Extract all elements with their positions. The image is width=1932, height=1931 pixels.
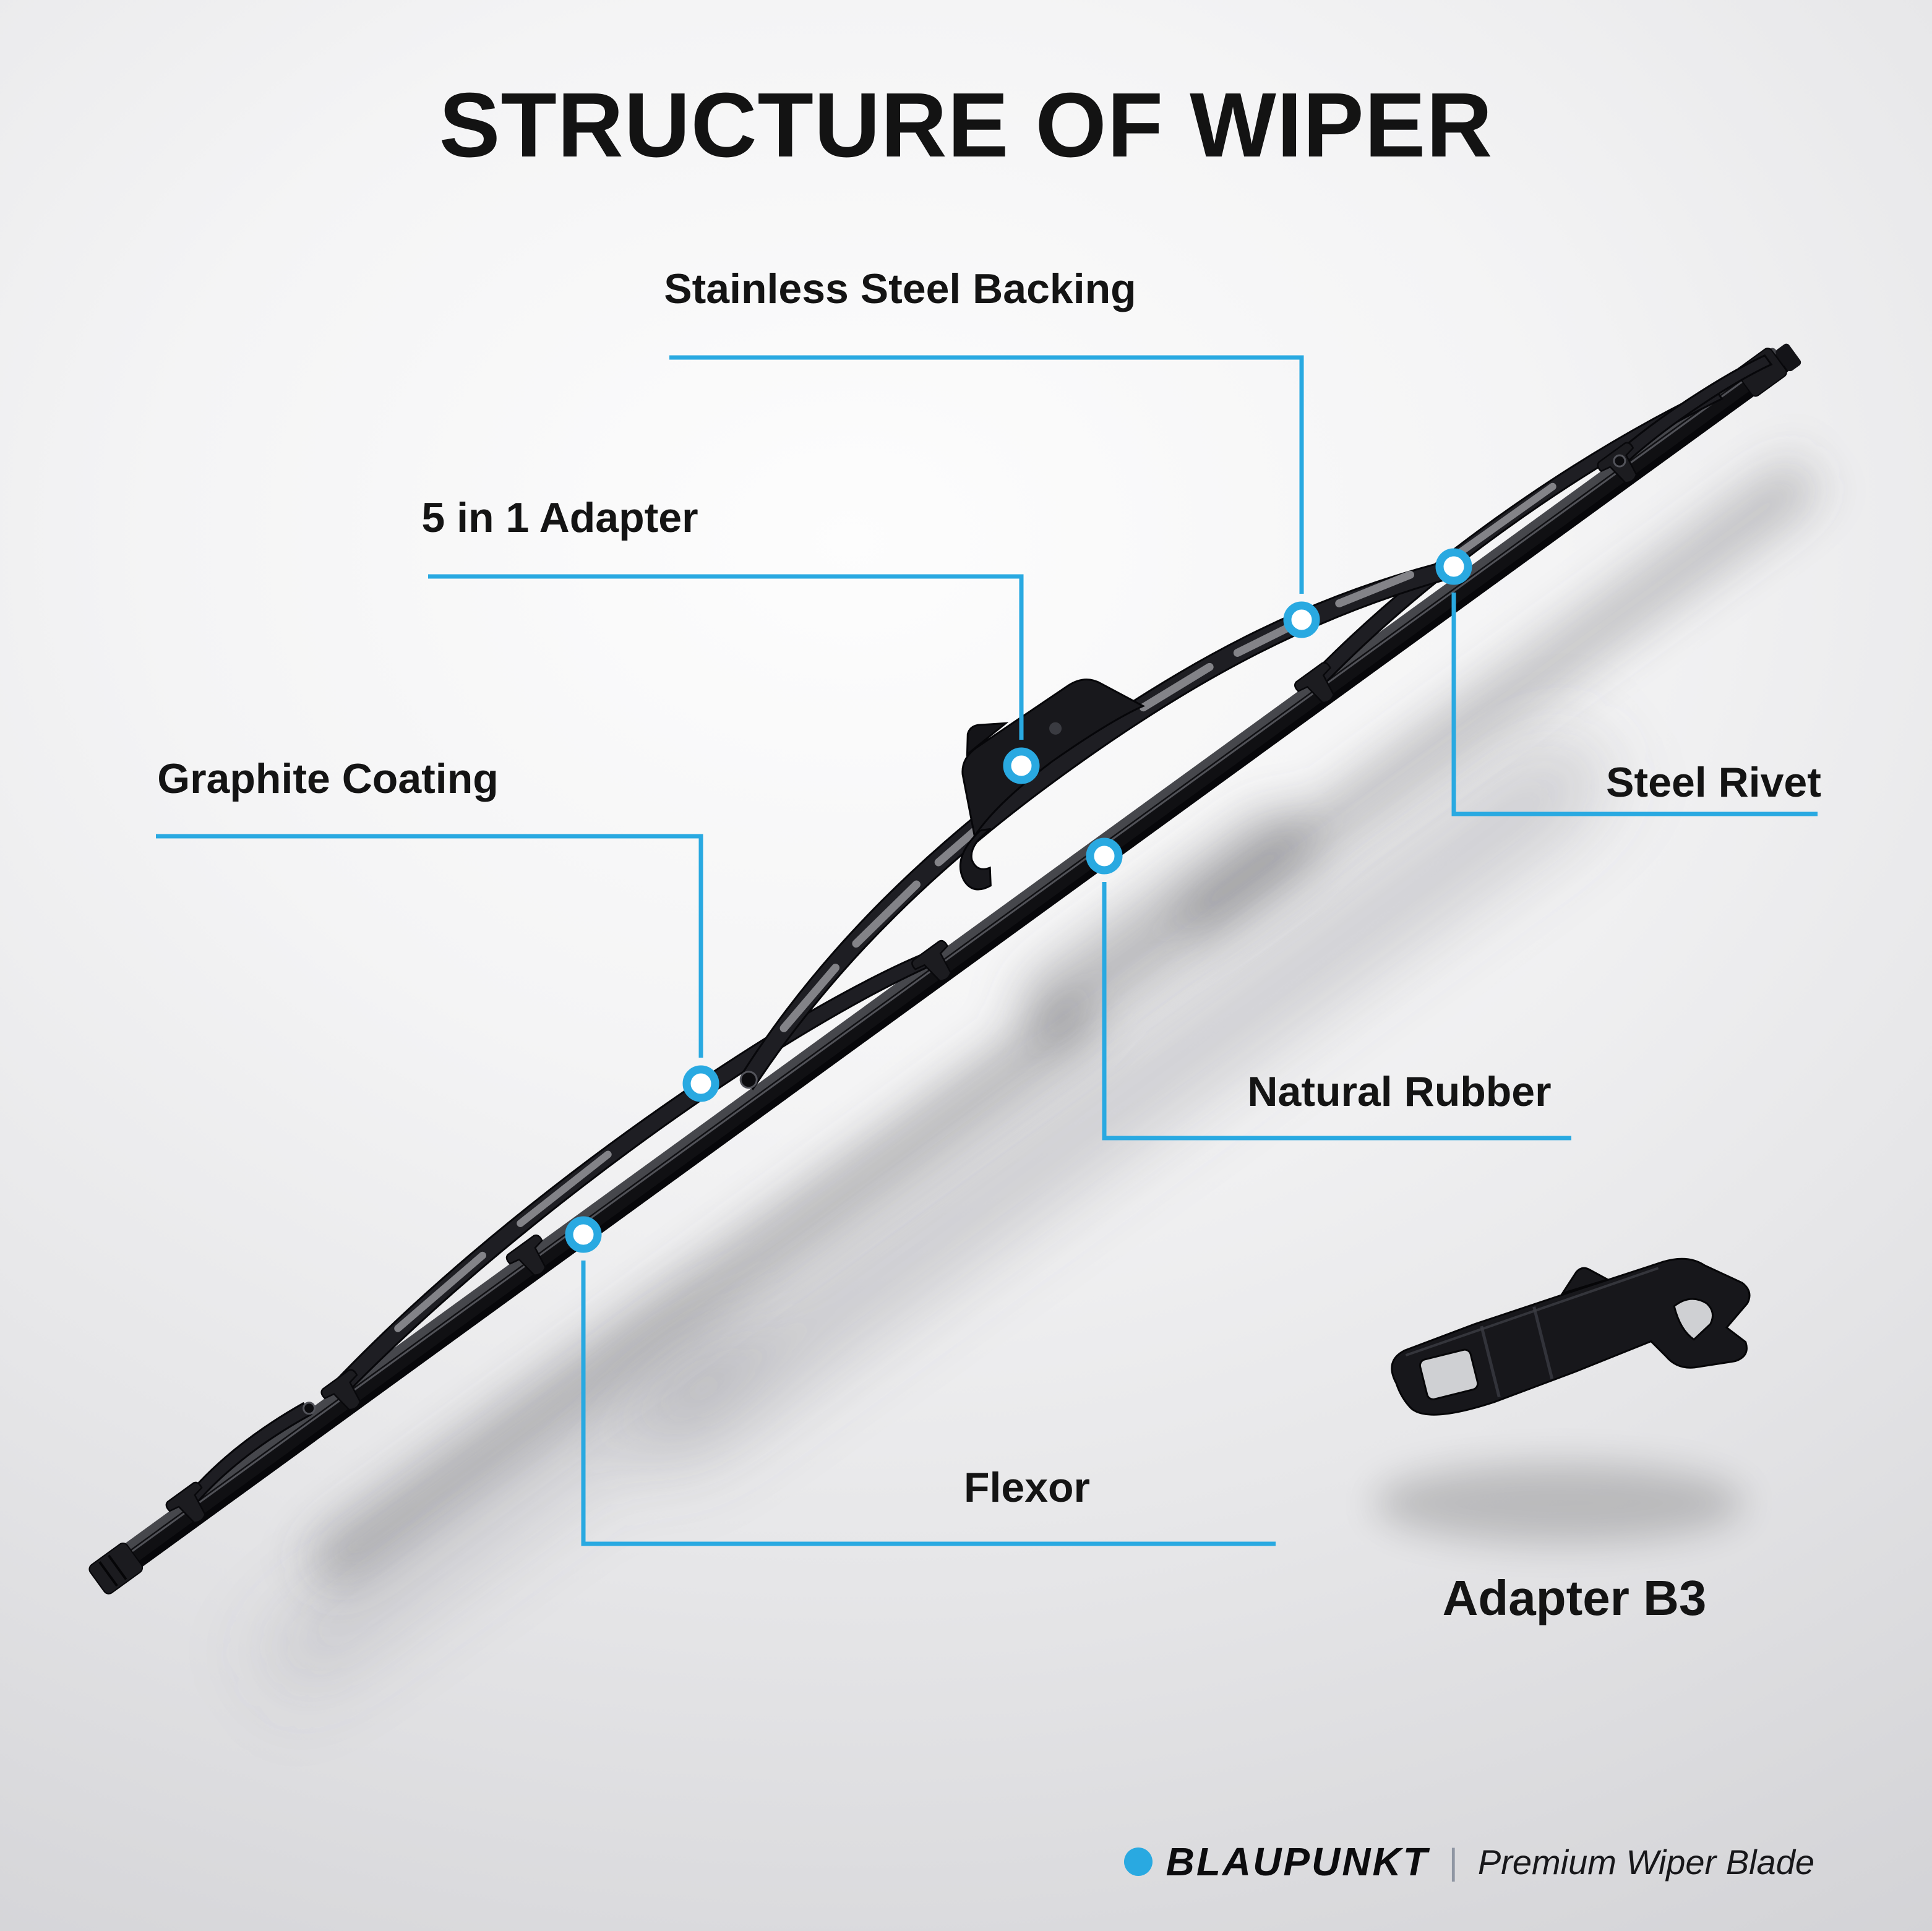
adapter-b3-illustration bbox=[1391, 1257, 1751, 1416]
label-graphite-coating: Graphite Coating bbox=[157, 755, 499, 802]
secondary-lever-right bbox=[1303, 386, 1724, 693]
brand-tagline: Premium Wiper Blade bbox=[1477, 1842, 1814, 1882]
callout-lines bbox=[156, 355, 1818, 1546]
callout-dot-rubber bbox=[1086, 837, 1123, 875]
callout-line-rubber bbox=[1102, 882, 1571, 1141]
blade-center-adapter bbox=[959, 679, 1146, 891]
callout-line-backing bbox=[669, 355, 1304, 594]
label-5-in-1-adapter: 5 in 1 Adapter bbox=[421, 494, 698, 541]
label-steel-rivet: Steel Rivet bbox=[1606, 759, 1821, 806]
label-natural-rubber: Natural Rubber bbox=[1247, 1068, 1552, 1115]
callout-line-flexor bbox=[581, 1261, 1276, 1546]
frame-levers bbox=[178, 354, 1773, 1514]
brand-divider: | bbox=[1448, 1841, 1458, 1882]
callout-dot-rivet bbox=[1435, 548, 1472, 585]
callout-dot-graphite bbox=[682, 1065, 719, 1102]
label-flexor: Flexor bbox=[963, 1464, 1091, 1511]
blade-shadow bbox=[268, 464, 1816, 1687]
wiper-blade-illustration bbox=[88, 343, 1816, 1687]
page-title: STRUCTURE OF WIPER bbox=[439, 74, 1493, 176]
brand-dot-icon bbox=[1123, 1848, 1153, 1876]
callout-dot-backing bbox=[1283, 601, 1320, 638]
callout-line-graphite bbox=[156, 834, 703, 1058]
callout-line-rivet bbox=[1451, 593, 1818, 816]
brand-bar: BLAUPUNKT | Premium Wiper Blade bbox=[1123, 1838, 1814, 1885]
callout-line-adapter bbox=[428, 574, 1024, 740]
callout-dots bbox=[565, 548, 1472, 1253]
callout-dot-adapter bbox=[1003, 747, 1040, 784]
label-stainless-steel-backing: Stainless Steel Backing bbox=[664, 265, 1136, 312]
callout-dot-flexor bbox=[565, 1216, 602, 1253]
brand-name: BLAUPUNKT bbox=[1166, 1839, 1429, 1884]
label-adapter-b3: Adapter B3 bbox=[1442, 1570, 1707, 1625]
tertiary-lever-right bbox=[1610, 354, 1773, 468]
adapter-b3-shadow bbox=[1373, 1463, 1745, 1543]
